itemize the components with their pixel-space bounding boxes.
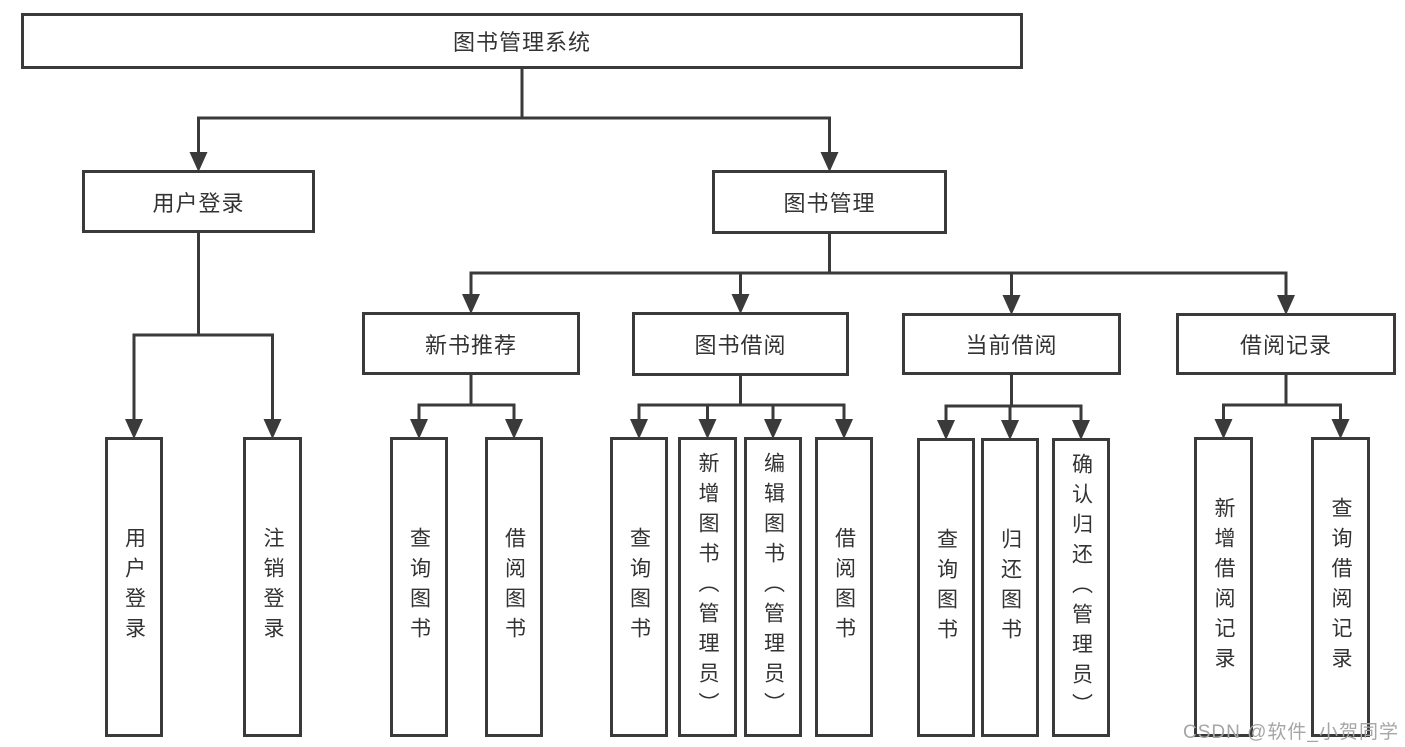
arrowhead-down bbox=[462, 294, 480, 314]
arrowhead-down bbox=[410, 419, 428, 439]
arrowhead-down bbox=[1214, 419, 1233, 439]
node-bb-1: 查询图书 bbox=[610, 437, 668, 737]
node-book-mgmt: 图书管理 bbox=[712, 170, 947, 234]
arrowhead-down bbox=[1001, 420, 1019, 440]
arrowhead-down bbox=[698, 419, 717, 439]
node-root: 图书管理系统 bbox=[21, 13, 1023, 69]
node-cb-1: 查询图书 bbox=[917, 438, 975, 737]
node-nb-1: 查询图书 bbox=[390, 437, 448, 737]
arrowhead-down bbox=[1072, 420, 1090, 440]
arrowhead-down bbox=[263, 419, 282, 439]
arrowhead-down bbox=[125, 419, 143, 439]
arrowhead-down bbox=[764, 419, 782, 439]
arrowhead-down bbox=[1002, 295, 1021, 315]
node-nb-2: 借阅图书 bbox=[485, 437, 543, 737]
arrowhead-down bbox=[1331, 419, 1350, 439]
node-user-login: 用户登录 bbox=[82, 170, 315, 233]
node-cb-2: 归还图书 bbox=[981, 438, 1039, 737]
arrowhead-down bbox=[189, 152, 208, 172]
node-br-1: 新增借阅记录 bbox=[1194, 437, 1253, 737]
node-new-book: 新书推荐 bbox=[362, 312, 580, 375]
node-borrow-record: 借阅记录 bbox=[1176, 313, 1396, 375]
node-ul-2: 注销登录 bbox=[243, 437, 302, 737]
node-cb-3: 确认归还（管理员） bbox=[1052, 438, 1110, 737]
arrowhead-down bbox=[937, 420, 955, 440]
node-bb-2: 新增图书（管理员） bbox=[678, 437, 737, 737]
node-bb-3: 编辑图书（管理员） bbox=[744, 437, 802, 737]
arrowhead-down bbox=[731, 294, 750, 314]
arrowhead-down bbox=[505, 419, 523, 439]
watermark: CSDN @软件_小贺同学 bbox=[1183, 722, 1399, 743]
node-bb-4: 借阅图书 bbox=[815, 437, 873, 737]
arrowhead-down bbox=[1277, 295, 1295, 315]
arrowhead-down bbox=[835, 419, 853, 439]
node-ul-1: 用户登录 bbox=[105, 437, 163, 737]
arrowhead-down bbox=[820, 152, 839, 172]
node-current-borrow: 当前借阅 bbox=[902, 313, 1121, 375]
node-book-borrow: 图书借阅 bbox=[632, 312, 849, 376]
node-br-2: 查询借阅记录 bbox=[1311, 437, 1370, 737]
arrowhead-down bbox=[630, 419, 648, 439]
